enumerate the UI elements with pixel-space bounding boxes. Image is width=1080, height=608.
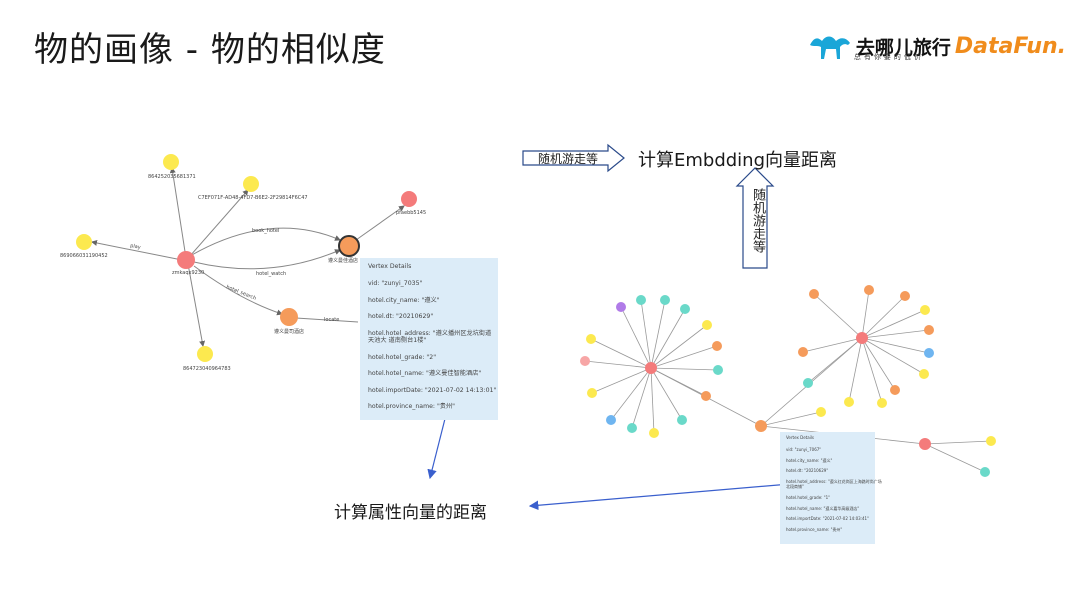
- node-n1[interactable]: [163, 154, 179, 170]
- node-hub-left[interactable]: [645, 362, 657, 374]
- node-r[interactable]: [924, 348, 934, 358]
- rvd-heading: Vertex Details: [786, 435, 814, 440]
- right-graph-nodes: [580, 285, 996, 477]
- page-title: 物的画像 - 物的相似度: [34, 30, 386, 70]
- node-r[interactable]: [890, 385, 900, 395]
- node-hub-right[interactable]: [856, 332, 868, 344]
- vd-heading: Vertex Details: [368, 263, 412, 270]
- node-n4[interactable]: [197, 346, 213, 362]
- node-r[interactable]: [877, 398, 887, 408]
- logo: 去哪儿旅行 总有你要的低价 DataFun.: [808, 28, 1066, 64]
- node-r[interactable]: [712, 341, 722, 351]
- vd-vid: vid: "zunyi_7035": [368, 280, 423, 288]
- node-hotel2[interactable]: [280, 308, 298, 326]
- label-n4: 864723040964783: [183, 366, 231, 372]
- edge-label-locate: locate: [324, 317, 339, 323]
- node-r[interactable]: [864, 285, 874, 295]
- label-n1: 864252035681371: [148, 174, 196, 180]
- attr-arrow-right: [528, 483, 791, 511]
- rvd-address: hotel.hotel_address: "遵义红花岗区上海路时尚广场: [786, 479, 882, 485]
- node-r[interactable]: [606, 415, 616, 425]
- node-r[interactable]: [809, 289, 819, 299]
- edge-label-hotel-search: hotel_search: [225, 284, 257, 301]
- vd-province: hotel.province_name: "贵州": [368, 402, 456, 410]
- label-n2: C7EF071F-AD48-4FD7-B6E2-2F29814F6C47: [198, 195, 308, 201]
- random-walk-arrow-up: [735, 167, 775, 269]
- logo-partner: DataFun.: [954, 33, 1066, 59]
- node-r[interactable]: [636, 295, 646, 305]
- random-walk-label-h: 随机游走等: [538, 152, 599, 166]
- rvd-province: hotel.province_name: "贵州": [786, 527, 843, 533]
- node-r[interactable]: [986, 436, 996, 446]
- rvd-grade: hotel.hotel_grade: "1": [786, 494, 830, 500]
- left-graph-edges: [91, 167, 405, 347]
- node-r[interactable]: [580, 356, 590, 366]
- rvd-dt: hotel.dt: "20210629": [786, 468, 829, 474]
- node-hotel1[interactable]: [338, 235, 360, 257]
- embedding-distance-label: 计算Embdding向量距离: [638, 150, 838, 171]
- right-vertex-details: Vertex Details vid: "zunyi_7067" hotel.c…: [780, 432, 882, 544]
- node-r[interactable]: [616, 302, 626, 312]
- node-r[interactable]: [980, 467, 990, 477]
- node-r[interactable]: [900, 291, 910, 301]
- vd-address: hotel.hotel_address: "遵义播州区龙坑街道天池大 道南侧台1…: [368, 329, 492, 345]
- node-r[interactable]: [803, 378, 813, 388]
- node-n5[interactable]: [401, 191, 417, 207]
- label-n3: 869066031190452: [60, 253, 108, 259]
- edge-label-book-hotel: book_hotel: [252, 228, 279, 234]
- node-r[interactable]: [844, 397, 854, 407]
- camel-icon: [809, 36, 850, 59]
- vd-dt: hotel.dt: "20210629": [368, 313, 434, 321]
- rvd-name: hotel.hotel_name: "遵义嘉华高级酒店": [786, 505, 860, 511]
- edge-label-hotel-watch: hotel_watch: [256, 271, 286, 277]
- rvd-address2: 北段商铺": [786, 483, 804, 489]
- attribute-distance-label: 计算属性向量的距离: [334, 503, 487, 523]
- left-vertex-details: Vertex Details vid: "zunyi_7035" hotel.c…: [360, 258, 498, 420]
- node-r[interactable]: [816, 407, 826, 417]
- node-r[interactable]: [586, 334, 596, 344]
- node-r[interactable]: [587, 388, 597, 398]
- node-r[interactable]: [680, 304, 690, 314]
- vd-grade: hotel.hotel_grade: "2": [368, 353, 437, 361]
- vd-name: hotel.hotel_name: "遵义曼佳智能酒店": [368, 370, 482, 378]
- node-r[interactable]: [713, 365, 723, 375]
- node-r[interactable]: [702, 320, 712, 330]
- label-center: zmkaqx9230: [172, 270, 204, 276]
- node-r[interactable]: [649, 428, 659, 438]
- node-r[interactable]: [701, 391, 711, 401]
- node-r[interactable]: [920, 305, 930, 315]
- node-r[interactable]: [798, 347, 808, 357]
- vd-city: hotel.city_name: "遵义": [368, 296, 440, 304]
- logo-brand: 去哪儿旅行: [855, 36, 951, 59]
- node-r[interactable]: [677, 415, 687, 425]
- label-hotel1: 遵义曼佳酒店: [328, 257, 358, 264]
- random-walk-arrow-right: [522, 143, 625, 173]
- edge-label-play: play: [130, 243, 142, 251]
- label-n5: pfaebb5145: [396, 210, 426, 216]
- rvd-vid: vid: "zunyi_7067": [786, 446, 822, 452]
- rvd-city: hotel.city_name: "遵义": [786, 457, 833, 463]
- node-r[interactable]: [919, 369, 929, 379]
- node-r[interactable]: [660, 295, 670, 305]
- right-graph-edges: [584, 289, 992, 473]
- node-user[interactable]: [919, 438, 931, 450]
- node-center[interactable]: [177, 251, 195, 269]
- logo-slogan: 总有你要的低价: [853, 53, 924, 61]
- node-r[interactable]: [627, 423, 637, 433]
- node-n2[interactable]: [243, 176, 259, 192]
- label-hotel2: 遵义曼司酒店: [274, 328, 304, 335]
- node-n3[interactable]: [76, 234, 92, 250]
- rvd-import: hotel.importDate: "2021-07-02 14:03:41": [786, 516, 869, 522]
- node-hotel-center[interactable]: [755, 420, 767, 432]
- vd-import: hotel.importDate: "2021-07-02 14:13:01": [368, 386, 497, 394]
- node-r[interactable]: [924, 325, 934, 335]
- random-walk-label-v: 随机游走等: [750, 188, 765, 253]
